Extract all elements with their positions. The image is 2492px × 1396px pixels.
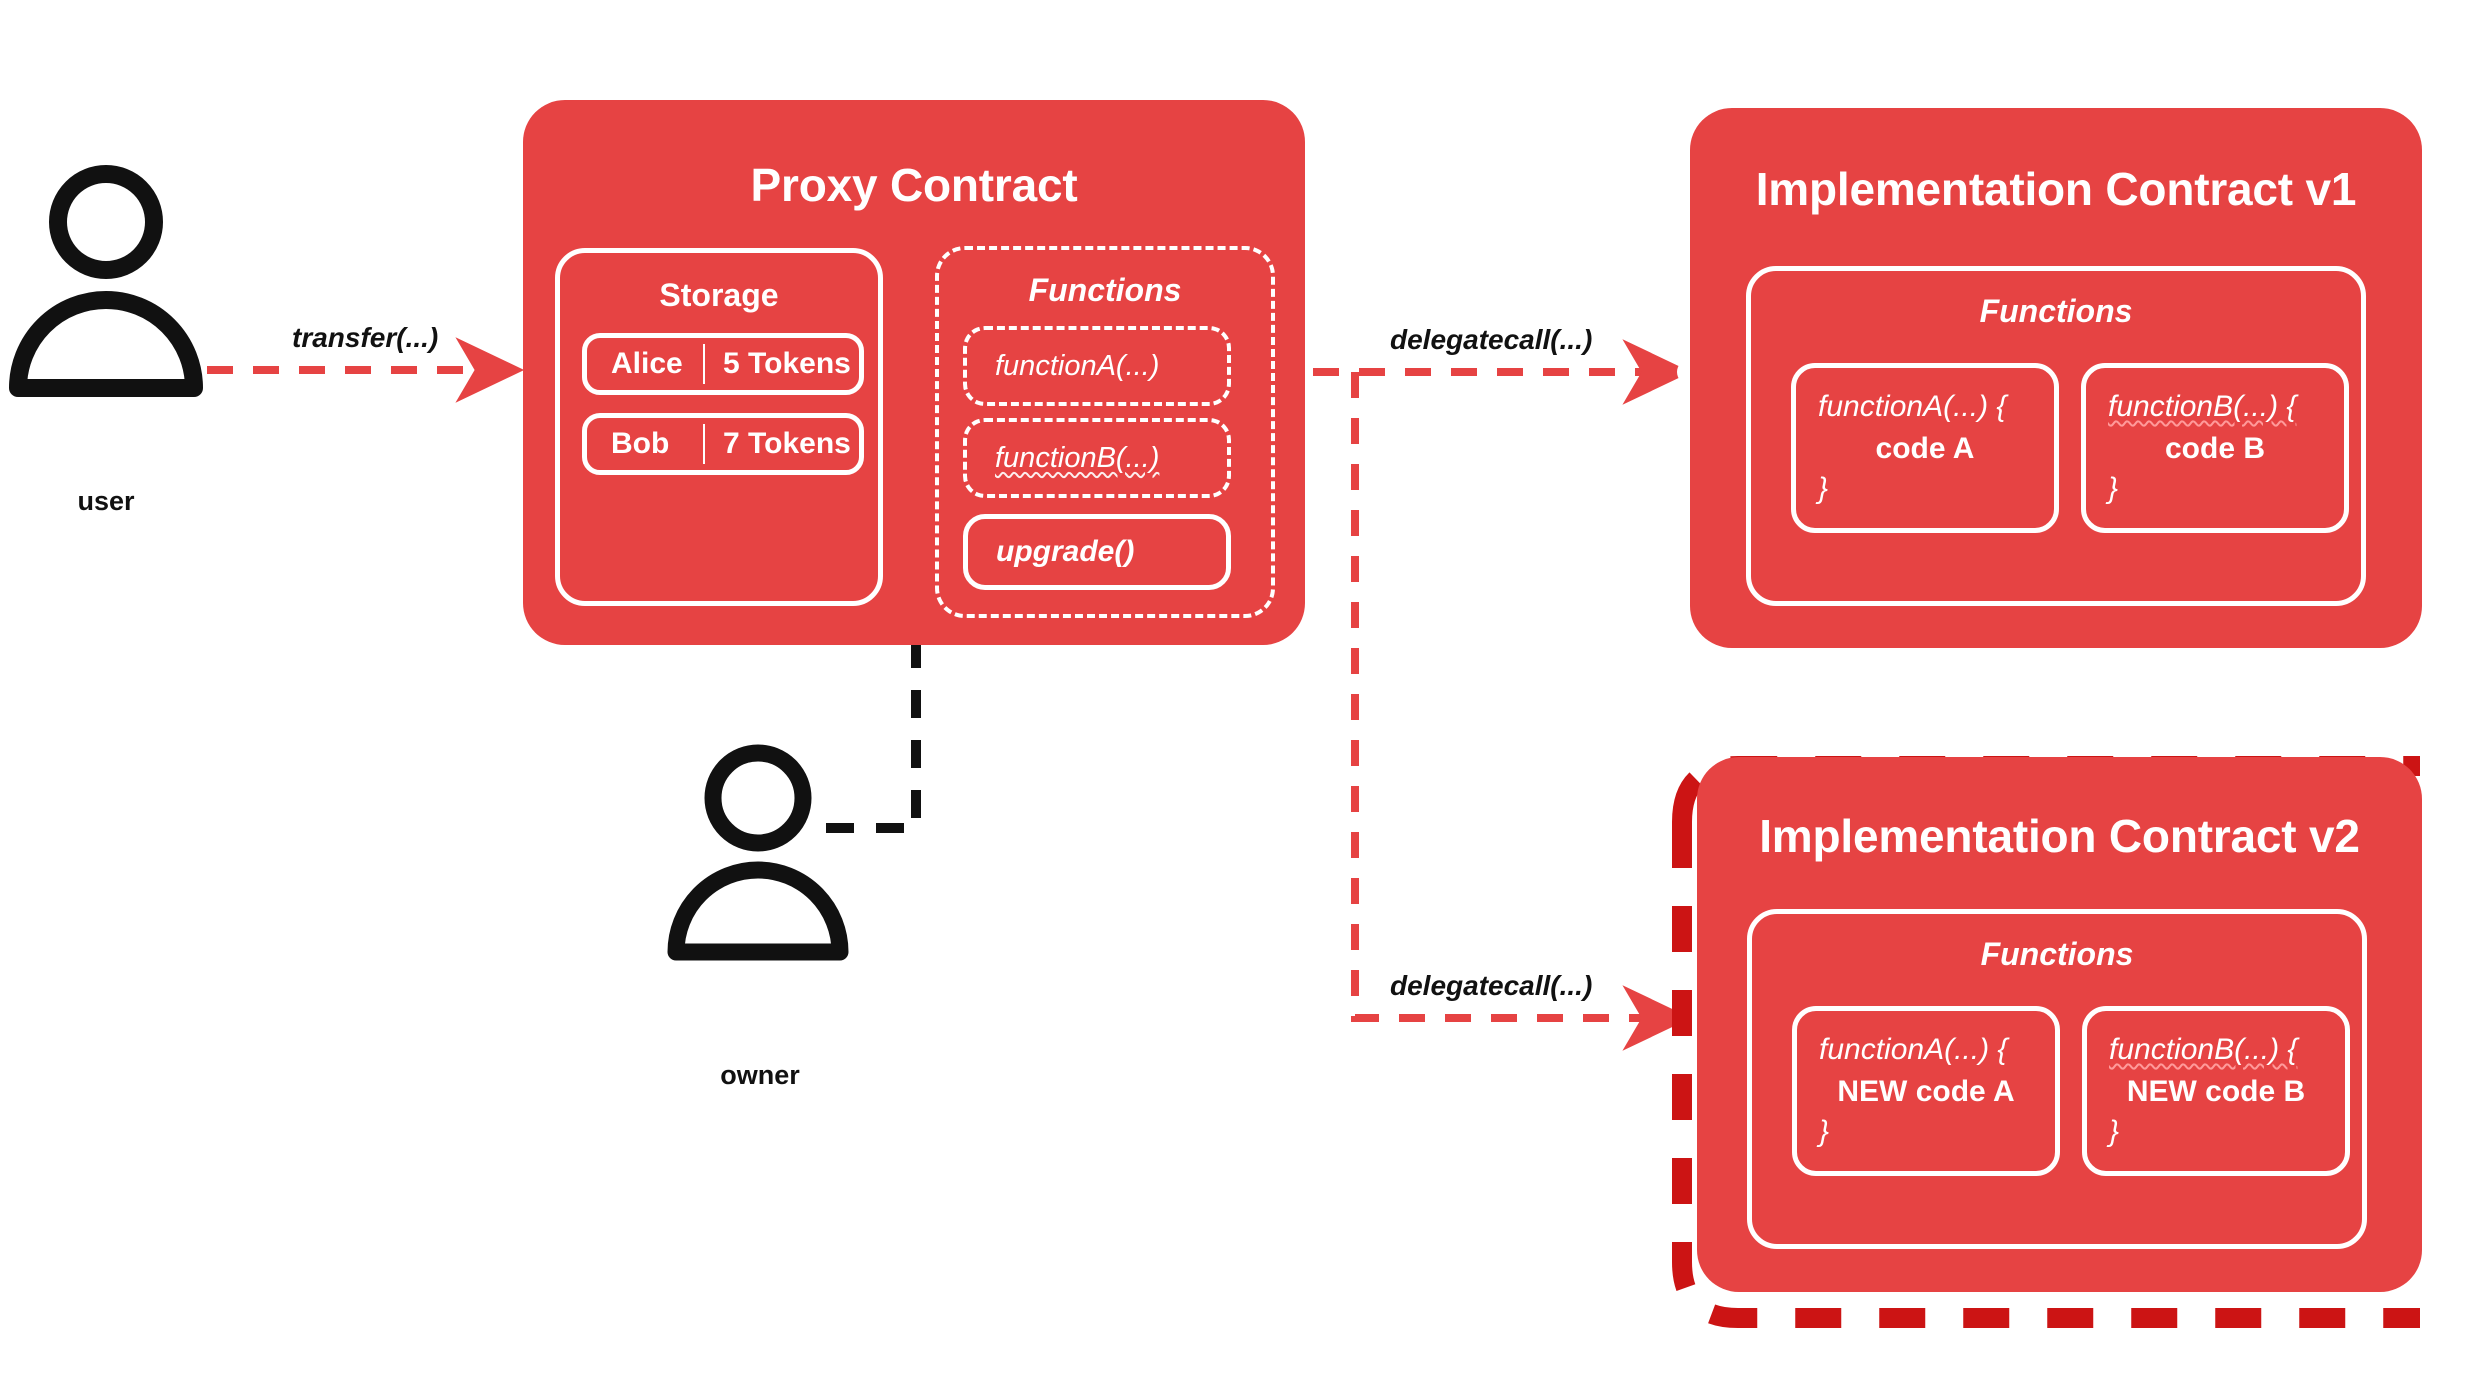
impl-v1-functions-title: Functions [1979,293,2133,329]
impl-v2-function-b-close: } [2109,1115,2120,1148]
impl-v1-functions-panel: Functions functionA(...) { code A } func… [1746,266,2366,606]
impl-v1-function-b-close: } [2108,472,2119,505]
proxy-contract-card[interactable]: Proxy Contract Storage Alice 5 Tokens Bo… [523,100,1305,645]
impl-v1-function-b-box[interactable]: functionB(...) { code B } [2081,363,2349,533]
edge-delegatecall-v2-arrow [1351,372,1692,1051]
owner-label: owner [720,1060,800,1090]
impl-v2-card[interactable]: Implementation Contract v2 Functions fun… [1697,757,2422,1292]
storage-row-divider [703,344,705,384]
proxy-upgrade-chip[interactable]: upgrade() [963,514,1231,590]
storage-row-value: 7 Tokens [723,427,851,460]
impl-v1-function-a-box[interactable]: functionA(...) { code A } [1791,363,2059,533]
impl-v2-title: Implementation Contract v2 [1759,810,2360,862]
owner-person-icon [667,744,849,961]
edge-label-delegatecall-v1: delegatecall(...) [1390,324,1593,355]
proxy-function-a-chip[interactable]: functionA(...) [963,326,1231,406]
proxy-functions-panel: Functions functionA(...) functionB(...) … [935,246,1275,618]
impl-v2-functions-title: Functions [1980,936,2134,972]
user-label: user [77,486,135,516]
storage-row-value: 5 Tokens [723,347,851,380]
proxy-function-b-chip[interactable]: functionB(...) [963,418,1231,498]
impl-v2-function-b-signature: functionB(...) { [2109,1033,2298,1066]
impl-v2-function-a-close: } [1819,1115,1830,1148]
impl-v1-function-b-body: code B [2164,432,2266,465]
impl-v2-function-b-box[interactable]: functionB(...) { NEW code B } [2082,1006,2350,1176]
impl-v1-function-a-signature: functionA(...) { [1818,390,2007,423]
edge-owner-upgrade-arrow [826,519,985,833]
impl-v2-function-a-signature: functionA(...) { [1819,1033,2008,1066]
storage-row-alice[interactable]: Alice 5 Tokens [582,333,864,395]
impl-v2-function-a-body: NEW code A [1837,1075,2015,1108]
storage-row-name: Alice [611,347,683,380]
impl-v2-functions-panel: Functions functionA(...) { NEW code A } … [1747,909,2367,1249]
proxy-storage-panel: Storage Alice 5 Tokens Bob 7 Tokens [555,248,883,606]
impl-v1-card[interactable]: Implementation Contract v1 Functions fun… [1690,108,2422,648]
impl-v1-title: Implementation Contract v1 [1755,163,2357,215]
storage-row-divider [703,424,705,464]
proxy-functions-title: Functions [1028,272,1182,308]
edge-label-delegatecall-v2: delegatecall(...) [1390,970,1593,1001]
impl-v2-function-a-box[interactable]: functionA(...) { NEW code A } [1792,1006,2060,1176]
storage-row-bob[interactable]: Bob 7 Tokens [582,413,864,475]
proxy-contract-title: Proxy Contract [750,159,1078,211]
user-person-icon [9,165,203,397]
edge-label-transfer: transfer(...) [292,322,439,353]
impl-v1-function-a-body: code A [1875,432,1975,465]
proxy-storage-title: Storage [659,277,779,313]
impl-v1-function-b-signature: functionB(...) { [2108,390,2297,423]
impl-v1-function-a-close: } [1818,472,1829,505]
impl-v2-function-b-body: NEW code B [2126,1075,2306,1108]
storage-row-name: Bob [611,427,670,460]
